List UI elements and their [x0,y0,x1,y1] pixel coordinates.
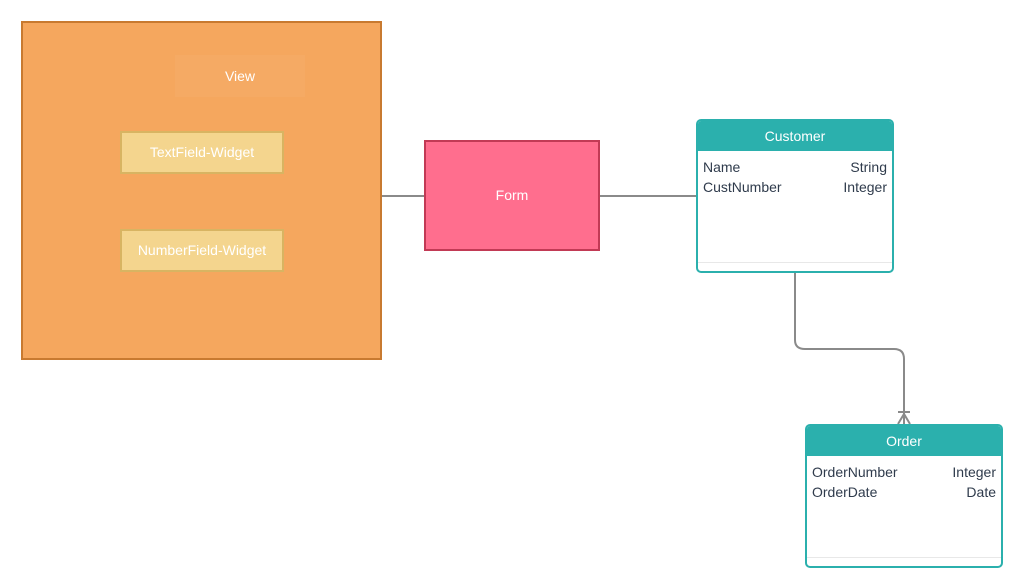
order-entity-title: Order [886,433,922,449]
attribute-name: OrderNumber [812,464,898,480]
customer-entity[interactable]: Customer Name String CustNumber Integer [696,119,894,273]
view-title: View [175,55,305,97]
customer-entity-attributes: Name String CustNumber Integer [698,151,892,197]
customer-entity-header: Customer [698,121,892,151]
customer-entity-footer [698,262,892,271]
numberfield-widget-box[interactable]: NumberField-Widget [120,229,284,272]
connector-customer-to-order [794,273,905,424]
attribute-type: Date [966,484,996,500]
attribute-row: Name String [703,157,887,177]
order-entity[interactable]: Order OrderNumber Integer OrderDate Date [805,424,1003,568]
numberfield-widget-label: NumberField-Widget [137,242,267,258]
customer-entity-title: Customer [764,128,826,144]
attribute-name: CustNumber [703,179,782,195]
crowfoot-icon [897,411,911,425]
attribute-row: CustNumber Integer [703,177,887,197]
order-entity-header: Order [807,426,1001,456]
attribute-name: Name [703,159,741,175]
attribute-row: OrderNumber Integer [812,462,996,482]
attribute-row: OrderDate Date [812,482,996,502]
attribute-type: Integer [843,179,887,195]
order-entity-footer [807,557,1001,566]
textfield-widget-label: TextField-Widget [149,144,255,160]
form-label: Form [495,187,529,203]
attribute-type: String [850,159,887,175]
view-container[interactable]: View TextField-Widget NumberField-Widget [21,21,382,360]
order-entity-attributes: OrderNumber Integer OrderDate Date [807,456,1001,502]
attribute-name: OrderDate [812,484,878,500]
textfield-widget-box[interactable]: TextField-Widget [120,131,284,174]
attribute-type: Integer [952,464,996,480]
form-box[interactable]: Form [424,140,600,251]
